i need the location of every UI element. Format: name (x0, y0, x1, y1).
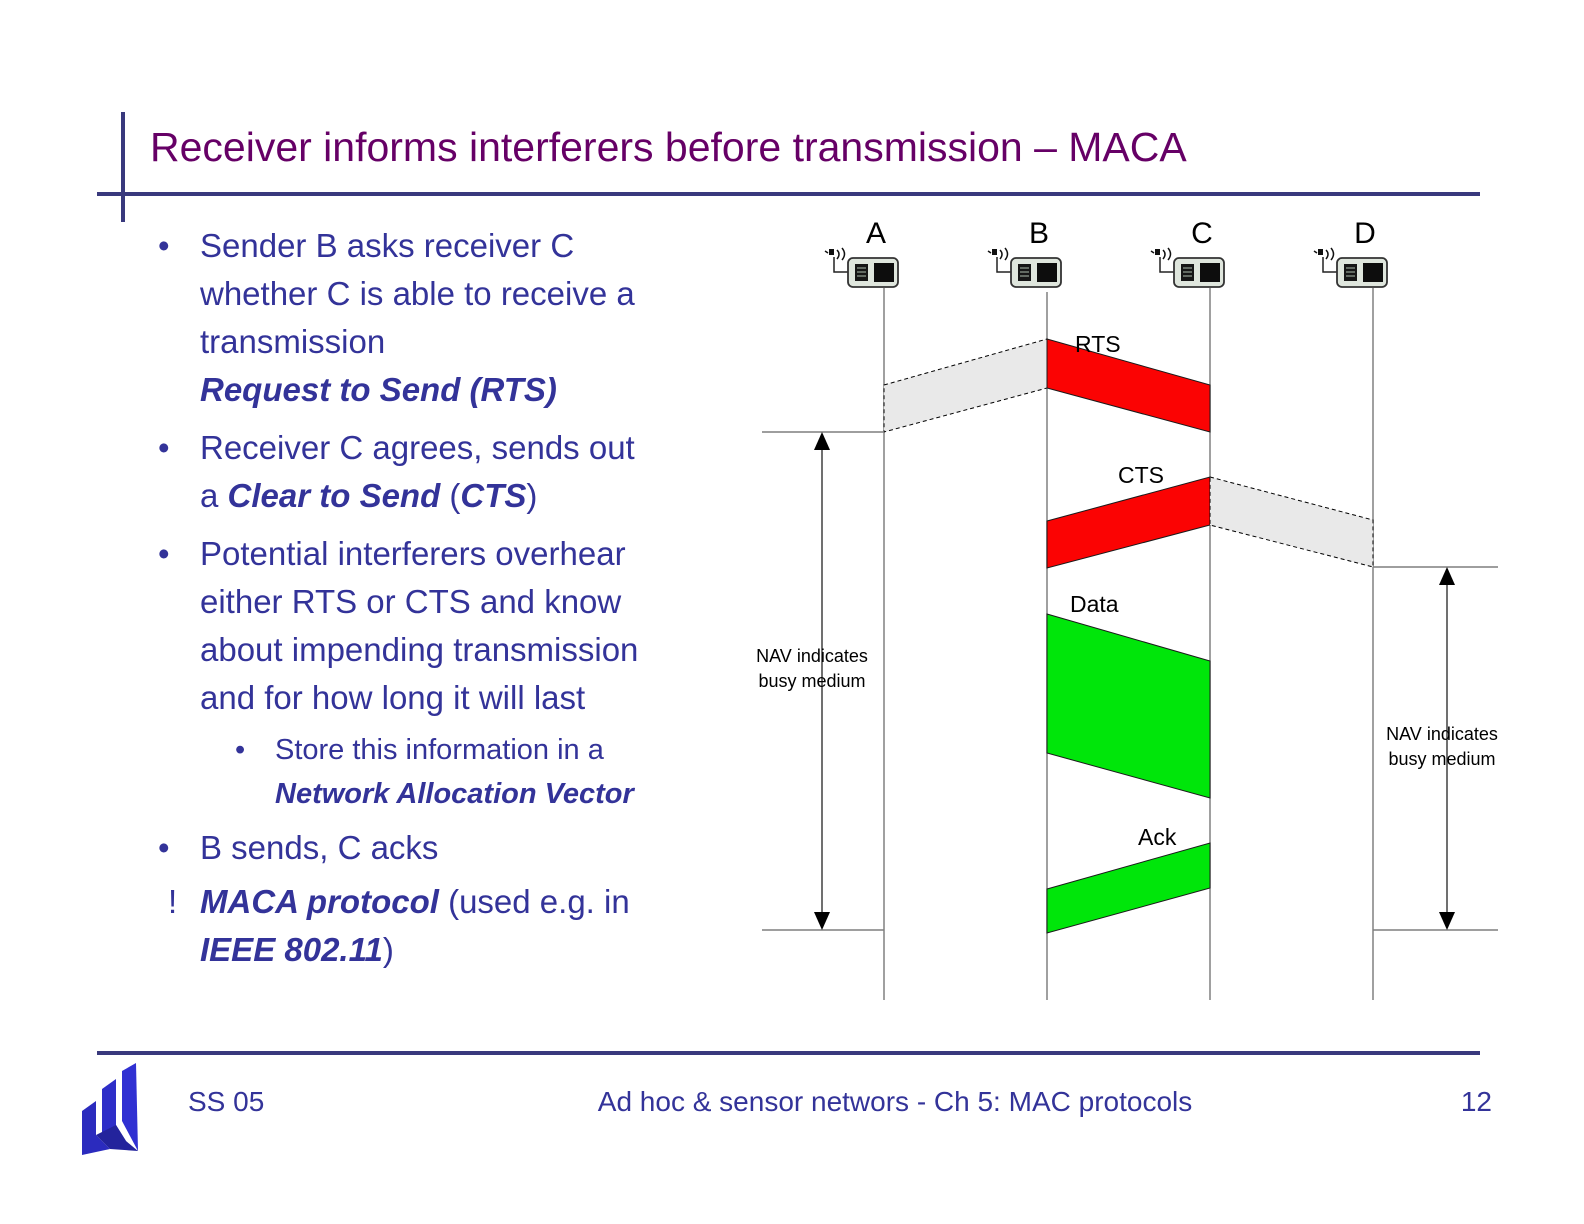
conclusion-marker: ! (168, 883, 178, 920)
bullet-text-emphasis: Request to Send (RTS) (200, 371, 557, 408)
bullet-text: whether C is able to receive a (200, 275, 635, 312)
overhear-cts-region (1209, 476, 1374, 568)
bullet-text: Receiver C agrees, sends out (200, 429, 635, 466)
bullet-line: either RTS or CTS and know (200, 578, 770, 626)
node-label: B (1029, 217, 1049, 250)
bullet-item: • Receiver C agrees, sends out a Clear t… (150, 424, 770, 520)
bullet-line: Sender B asks receiver C (200, 222, 770, 270)
arrow-down-icon (1439, 912, 1455, 930)
cts-band (1046, 476, 1211, 569)
bullet-line: transmission (200, 318, 770, 366)
bullet-item: • Potential interferers overhear either … (150, 530, 770, 722)
title-vertical-rule (121, 112, 125, 222)
page-title: Receiver informs interferers before tran… (150, 124, 1187, 170)
bullet-text: Sender B asks receiver C (200, 227, 575, 264)
bullet-marker: • (158, 227, 170, 264)
device-icon-c (1150, 247, 1225, 288)
bullet-text: (used e.g. in (438, 883, 630, 920)
node-label: C (1191, 217, 1213, 250)
bullet-text: a (200, 477, 228, 514)
bullet-text: either RTS or CTS and know (200, 583, 622, 620)
bullet-text-emphasis: IEEE 802.11 (200, 931, 383, 968)
device-icon-a (824, 247, 899, 288)
nav-left-label: busy medium (758, 671, 865, 691)
bullet-marker: • (158, 829, 170, 866)
cts-label: CTS (1118, 462, 1164, 488)
bullet-text: transmission (200, 323, 386, 360)
nav-right-label: busy medium (1388, 749, 1495, 769)
footer-title: Ad hoc & sensor networs - Ch 5: MAC prot… (597, 1086, 1193, 1117)
bullet-text: and for how long it will last (200, 679, 586, 716)
bullet-text: ) (526, 477, 538, 514)
bullet-line: whether C is able to receive a (200, 270, 770, 318)
node-label: A (866, 217, 886, 250)
bullet-line: Potential interferers overhear (200, 530, 770, 578)
bullet-line: about impending transmission (200, 626, 770, 674)
device-icon-d (1313, 247, 1388, 288)
bullet-line: Network Allocation Vector (275, 772, 770, 816)
maca-sequence-diagram: A B C D RTS CTS Data Ack NAV indicates b… (756, 217, 1498, 1000)
bullet-line: Store this information in a (275, 728, 770, 772)
bullet-list: • Sender B asks receiver C whether C is … (150, 222, 770, 984)
bullet-line: MACA protocol (used e.g. in (200, 878, 770, 926)
arrow-up-icon (814, 432, 830, 450)
footer-course-label: SS 05 (188, 1086, 265, 1117)
arrow-down-icon (814, 912, 830, 930)
rts-band (1046, 338, 1211, 433)
bullet-item: • B sends, C acks (150, 824, 770, 872)
bullet-text: Store this information in a (275, 734, 604, 766)
bullet-text: ) (382, 931, 394, 968)
bullet-marker: • (158, 535, 170, 572)
rts-label: RTS (1075, 331, 1121, 357)
bullet-line: IEEE 802.11) (200, 926, 770, 974)
ack-label: Ack (1138, 824, 1177, 850)
bullet-text: Potential interferers overhear (200, 535, 626, 572)
title-underline (97, 192, 1480, 196)
ack-band (1046, 842, 1211, 934)
bullet-marker: • (158, 429, 170, 466)
bullet-text-emphasis: MACA protocol (200, 883, 439, 920)
bullet-item: • Sender B asks receiver C whether C is … (150, 222, 770, 414)
bullet-line: Request to Send (RTS) (200, 366, 770, 414)
footer-rule (97, 1051, 1480, 1055)
device-icon-b (987, 247, 1062, 288)
bullet-line: B sends, C acks (200, 824, 770, 872)
bullet-text-emphasis: CTS (460, 477, 527, 514)
bullet-line: Receiver C agrees, sends out (200, 424, 770, 472)
arrow-up-icon (1439, 567, 1455, 585)
bullet-text-emphasis: Network Allocation Vector (275, 778, 634, 810)
data-label: Data (1070, 591, 1119, 617)
conclusion-item: ! MACA protocol (used e.g. in IEEE 802.1… (150, 878, 770, 974)
bullet-line: a Clear to Send (CTS) (200, 472, 770, 520)
data-band (1046, 613, 1211, 799)
node-label: D (1354, 217, 1376, 250)
sub-bullet-item: • Store this information in a Network Al… (235, 728, 770, 816)
overhear-rts-region (883, 338, 1048, 433)
bullet-marker: • (235, 734, 246, 766)
nav-right-label: NAV indicates (1386, 724, 1498, 744)
page-number: 12 (1460, 1086, 1492, 1117)
bullet-text: about impending transmission (200, 631, 639, 668)
bullet-line: and for how long it will last (200, 674, 770, 722)
bullet-text: B sends, C acks (200, 829, 439, 866)
bullet-text-emphasis: Clear to Send (227, 477, 441, 514)
nav-left-label: NAV indicates (756, 646, 868, 666)
bullet-text: ( (440, 477, 461, 514)
university-logo (82, 1063, 138, 1155)
